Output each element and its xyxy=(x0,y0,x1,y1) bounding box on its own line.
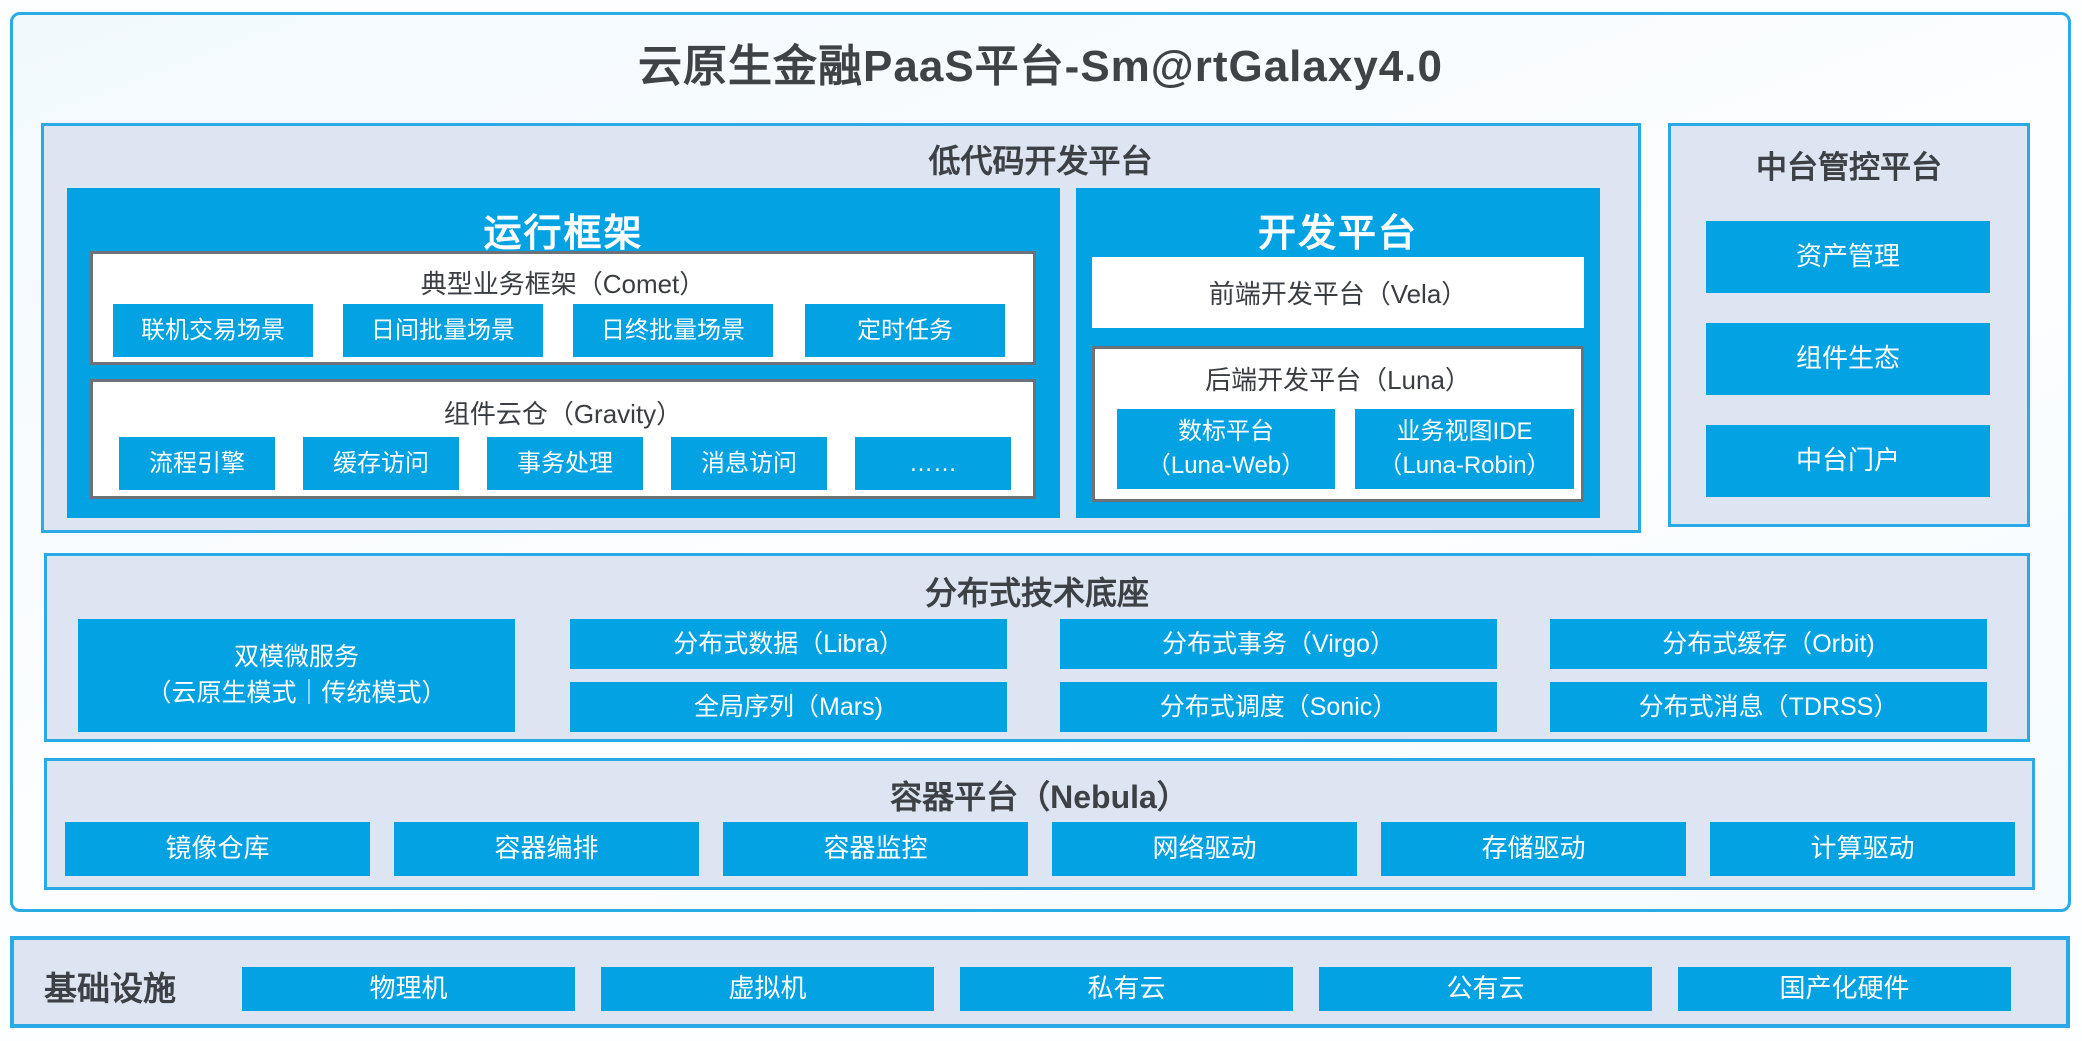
container-chip: 镜像仓库 xyxy=(65,822,370,876)
gravity-chip: 缓存访问 xyxy=(303,437,459,490)
distributed-title: 分布式技术底座 xyxy=(924,575,1149,611)
midplatform-chip: 资产管理 xyxy=(1706,221,1990,293)
container-chip: 网络驱动 xyxy=(1052,822,1357,876)
dualmode-line2: （云原生模式｜传统模式） xyxy=(146,678,447,707)
dev-platform-title: 开发平台 xyxy=(1257,213,1418,255)
distributed-panel: 分布式技术底座 双模微服务 （云原生模式｜传统模式） 分布式数据（Libra） … xyxy=(44,553,2030,742)
vela-label: 前端开发平台（Vela） xyxy=(1208,279,1468,309)
infrastructure-chip: 虚拟机 xyxy=(601,967,934,1011)
dev-platform-box: 前端开发平台（Vela） 后端开发平台（Luna） 数标平台 （Luna-Web… xyxy=(1076,188,1600,518)
comet-chip: 日终批量场景 xyxy=(573,304,773,357)
luna-chip-line2: （Luna-Robin） xyxy=(1378,452,1551,479)
infrastructure-chip: 物理机 xyxy=(242,967,575,1011)
gravity-chip: 事务处理 xyxy=(487,437,643,490)
luna-chip-line2: （Luna-Web） xyxy=(1146,452,1306,479)
distributed-chip: 分布式调度（Sonic） xyxy=(1060,682,1497,732)
infrastructure-label: 基础设施 xyxy=(44,970,176,1007)
midplatform-chip: 组件生态 xyxy=(1706,323,1990,395)
comet-title: 典型业务框架（Comet） xyxy=(420,269,706,299)
infrastructure-chip: 公有云 xyxy=(1319,967,1652,1011)
runtime-framework-box: 典型业务框架（Comet） 联机交易场景 日间批量场景 日终批量场景 定时任务 … xyxy=(67,188,1060,518)
dualmode-line1: 双模微服务 xyxy=(233,643,359,671)
gravity-box: 组件云仓（Gravity） 流程引擎 缓存访问 事务处理 消息访问 …… xyxy=(90,379,1036,499)
midplatform-panel: 中台管控平台 资产管理 组件生态 中台门户 xyxy=(1668,123,2030,527)
runtime-framework-title: 运行框架 xyxy=(483,213,644,255)
container-chip: 存储驱动 xyxy=(1381,822,1686,876)
distributed-chip: 全局序列（Mars) xyxy=(570,682,1007,732)
container-title: 容器平台（Nebula） xyxy=(890,779,1189,815)
comet-chip: 日间批量场景 xyxy=(343,304,543,357)
infrastructure-chip: 私有云 xyxy=(960,967,1293,1011)
distributed-chip: 分布式数据（Libra） xyxy=(570,619,1007,669)
container-chip: 容器监控 xyxy=(723,822,1028,876)
gravity-title: 组件云仓（Gravity） xyxy=(443,399,683,429)
lowcode-panel-label: 低代码开发平台 xyxy=(928,143,1153,179)
luna-box: 后端开发平台（Luna） 数标平台 （Luna-Web） 业务视图IDE （Lu… xyxy=(1092,346,1584,502)
container-chip: 计算驱动 xyxy=(1710,822,2015,876)
comet-chip: 联机交易场景 xyxy=(113,304,313,357)
comet-chip: 定时任务 xyxy=(805,304,1005,357)
container-chip: 容器编排 xyxy=(394,822,699,876)
vela-box: 前端开发平台（Vela） xyxy=(1092,257,1584,328)
luna-chip-line1: 数标平台 xyxy=(1178,417,1274,445)
gravity-chip: 流程引擎 xyxy=(119,437,275,490)
gravity-chip: …… xyxy=(855,437,1011,490)
midplatform-chip: 中台门户 xyxy=(1706,425,1990,497)
comet-box: 典型业务框架（Comet） 联机交易场景 日间批量场景 日终批量场景 定时任务 xyxy=(90,251,1036,365)
midplatform-title: 中台管控平台 xyxy=(1756,150,1942,185)
distributed-chip: 分布式消息（TDRSS） xyxy=(1550,682,1987,732)
container-panel: 容器平台（Nebula） 镜像仓库 容器编排 容器监控 网络驱动 存储驱动 计算… xyxy=(44,758,2035,890)
dualmode-chip: 双模微服务 （云原生模式｜传统模式） xyxy=(78,619,515,732)
gravity-chip: 消息访问 xyxy=(671,437,827,490)
luna-title: 后端开发平台（Luna） xyxy=(1205,365,1471,395)
distributed-chip: 分布式事务（Virgo） xyxy=(1060,619,1497,669)
page-title: 云原生金融PaaS平台-Sm@rtGalaxy4.0 xyxy=(638,42,1443,91)
distributed-chip: 分布式缓存（Orbit) xyxy=(1550,619,1987,669)
infrastructure-panel: 基础设施 物理机 虚拟机 私有云 公有云 国产化硬件 xyxy=(10,936,2070,1028)
luna-chip: 业务视图IDE （Luna-Robin） xyxy=(1355,409,1574,489)
luna-chip: 数标平台 （Luna-Web） xyxy=(1117,409,1335,489)
infrastructure-chip: 国产化硬件 xyxy=(1678,967,2011,1011)
luna-chip-line1: 业务视图IDE xyxy=(1396,417,1533,445)
